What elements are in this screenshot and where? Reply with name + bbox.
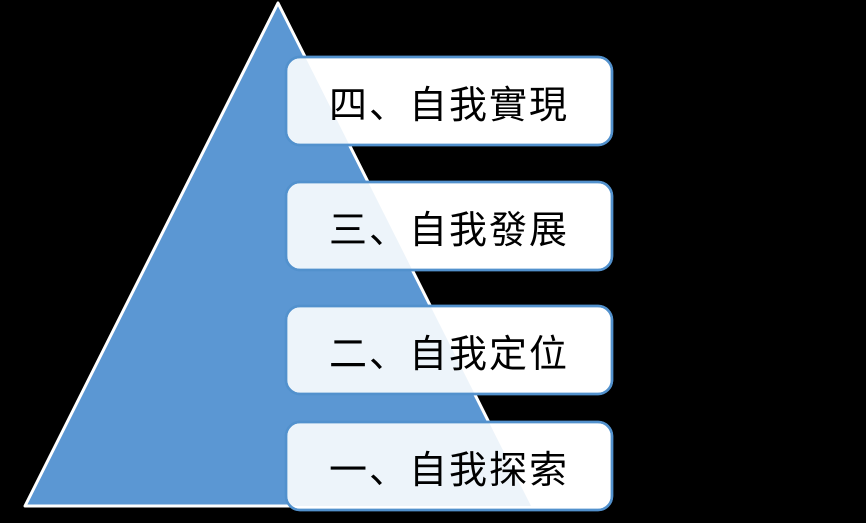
item-box-border	[284, 180, 614, 272]
item-box-border	[284, 420, 614, 512]
item-box-borders	[284, 55, 614, 512]
item-box-border	[284, 304, 614, 396]
pyramid-tint-overlay	[286, 57, 531, 506]
item-box-border	[284, 55, 614, 147]
